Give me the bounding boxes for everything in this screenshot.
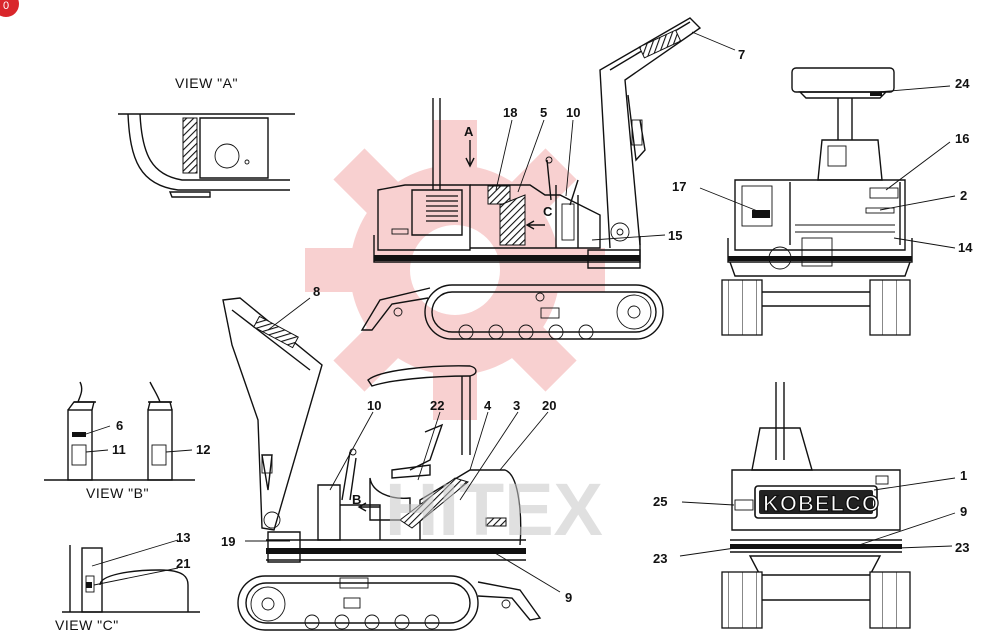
callout-7: 7: [738, 47, 745, 62]
view-c-label: VIEW "C": [55, 617, 119, 633]
callout-16: 16: [955, 131, 969, 146]
callout-numbers: 18 5 10 7 15 24 16 17 2 14 8 10 22 4 3 2…: [112, 47, 973, 605]
kobelco-logo-text: KOBELCO: [763, 491, 880, 516]
front-view: KOBELCO: [721, 382, 911, 629]
callout-8: 8: [313, 284, 320, 299]
view-a-detail: VIEW "A": [118, 75, 295, 198]
callout-4: 4: [484, 398, 492, 413]
side-view-top: A C: [360, 17, 702, 340]
corner-badge-text: 0: [3, 0, 9, 12]
arrow-label-c: C: [543, 204, 553, 219]
callout-2: 2: [960, 188, 967, 203]
gear-watermark-icon: [305, 120, 605, 420]
kobelco-logo: KOBELCO: [754, 485, 880, 519]
view-c-detail: VIEW "C": [55, 539, 200, 633]
view-b-label: VIEW "B": [86, 485, 149, 501]
callout-6: 6: [116, 418, 123, 433]
view-a-label: VIEW "A": [175, 75, 238, 91]
callout-15: 15: [668, 228, 682, 243]
arrow-label-b: B: [352, 492, 361, 507]
rear-view: [721, 67, 913, 336]
corner-badge: 0: [0, 0, 19, 17]
callout-12: 12: [196, 442, 210, 457]
callout-13: 13: [176, 530, 190, 545]
callout-10-bottom: 10: [367, 398, 381, 413]
watermark-text: HITEX: [385, 468, 603, 551]
callout-18: 18: [503, 105, 517, 120]
callout-17: 17: [672, 179, 686, 194]
callout-25: 25: [653, 494, 667, 509]
callout-19: 19: [221, 534, 235, 549]
callout-14: 14: [958, 240, 973, 255]
callout-22: 22: [430, 398, 444, 413]
callout-3: 3: [513, 398, 520, 413]
callout-24: 24: [955, 76, 970, 91]
callout-23-left: 23: [653, 551, 667, 566]
callout-23-right: 23: [955, 540, 969, 555]
callout-9-side: 9: [565, 590, 572, 605]
side-view-bottom: B: [222, 297, 542, 631]
callout-11: 11: [112, 442, 126, 457]
callout-10-top: 10: [566, 105, 580, 120]
leader-lines: [245, 31, 956, 593]
callout-5: 5: [540, 105, 547, 120]
view-b-detail: VIEW "B": [44, 381, 195, 501]
callout-21: 21: [176, 556, 190, 571]
callout-9-front: 9: [960, 504, 967, 519]
callout-20: 20: [542, 398, 556, 413]
callout-1: 1: [960, 468, 967, 483]
arrow-label-a: A: [464, 124, 474, 139]
